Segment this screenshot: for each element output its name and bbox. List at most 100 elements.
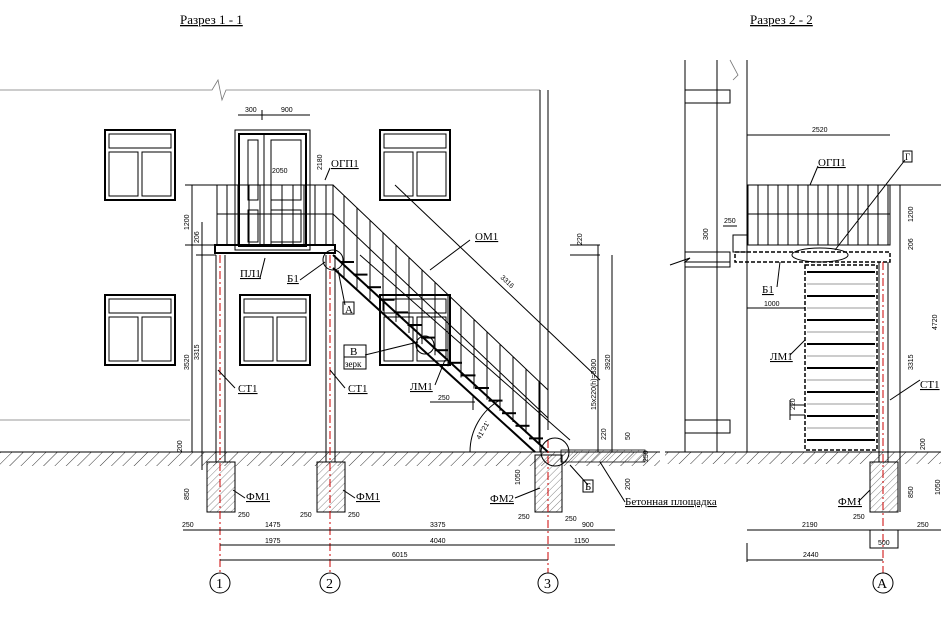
dim-2180: 2180 bbox=[317, 154, 324, 170]
svg-text:200: 200 bbox=[920, 438, 927, 450]
svg-text:3315: 3315 bbox=[908, 354, 915, 370]
svg-text:1: 1 bbox=[216, 577, 223, 592]
dimension-vertical-left: 1200 206 3520 3315 200 850 bbox=[177, 184, 217, 500]
svg-text:250: 250 bbox=[853, 514, 865, 521]
window-lower-middle bbox=[239, 294, 311, 366]
svg-text:1150: 1150 bbox=[574, 538, 589, 545]
platform-slab bbox=[214, 244, 336, 254]
svg-text:250: 250 bbox=[643, 450, 650, 462]
svg-text:220: 220 bbox=[577, 233, 584, 245]
label-node-b: Б bbox=[585, 481, 591, 493]
svg-text:250: 250 bbox=[724, 218, 736, 225]
dimension-rows: 250 250 1475 250 250 3375 250 250 900 19… bbox=[182, 512, 615, 561]
svg-text:2440: 2440 bbox=[803, 552, 819, 559]
label-st1-2: СТ1 bbox=[920, 379, 940, 391]
svg-text:3520: 3520 bbox=[184, 354, 191, 370]
svg-text:2: 2 bbox=[326, 577, 333, 592]
label-fm1-2: ФМ1 bbox=[838, 496, 862, 508]
svg-text:206: 206 bbox=[194, 231, 201, 243]
svg-text:1050: 1050 bbox=[515, 469, 522, 485]
svg-text:220: 220 bbox=[790, 398, 797, 410]
label-lm1: ЛМ1 bbox=[410, 381, 433, 393]
axis-marker-1: 1 bbox=[209, 572, 231, 594]
svg-text:3375: 3375 bbox=[430, 522, 446, 529]
svg-text:1050: 1050 bbox=[935, 479, 941, 495]
door: 300 900 2180 2050 bbox=[234, 107, 324, 251]
label-b1-2: Б1 bbox=[762, 284, 774, 296]
svg-text:2520: 2520 bbox=[812, 127, 828, 134]
axis-marker-2: 2 bbox=[319, 572, 341, 594]
stair-railing bbox=[332, 184, 549, 445]
svg-text:15x220(h)=3300: 15x220(h)=3300 bbox=[591, 359, 598, 410]
label-a: А bbox=[345, 304, 353, 316]
svg-text:250: 250 bbox=[238, 512, 250, 519]
axis-marker-a: А bbox=[872, 572, 894, 594]
svg-text:3315: 3315 bbox=[194, 344, 201, 360]
label-zerk: зерк bbox=[345, 359, 362, 369]
beam-b1 bbox=[734, 251, 891, 263]
leaders bbox=[217, 167, 626, 503]
node-circle-v bbox=[415, 335, 435, 355]
svg-text:1200: 1200 bbox=[908, 206, 915, 222]
svg-text:220: 220 bbox=[601, 428, 608, 440]
svg-text:1975: 1975 bbox=[265, 538, 281, 545]
label-st1-axis-1: СТ1 bbox=[238, 383, 258, 395]
svg-text:500: 500 bbox=[878, 540, 890, 547]
svg-text:250: 250 bbox=[917, 522, 929, 529]
svg-text:1000: 1000 bbox=[764, 301, 780, 308]
window-upper-right bbox=[379, 129, 451, 201]
axis-marker-3: 3 bbox=[537, 572, 559, 594]
dimension-vertical-right: 220 15x220(h)=3300 3920 220 50 250 200 1… bbox=[469, 233, 650, 490]
ground-2 bbox=[665, 451, 941, 464]
dim-3316: 3316 bbox=[499, 274, 515, 290]
svg-text:1200: 1200 bbox=[184, 214, 191, 230]
label-pl1: ПЛ1 bbox=[240, 268, 261, 280]
label-om1: ОМ1 bbox=[475, 231, 498, 243]
dimension-step: 250 bbox=[430, 395, 475, 410]
svg-text:200: 200 bbox=[177, 440, 184, 452]
dim-2050: 2050 bbox=[272, 168, 288, 175]
building-wall bbox=[0, 78, 549, 452]
svg-text:1475: 1475 bbox=[265, 522, 281, 529]
label-b1: Б1 bbox=[287, 273, 299, 285]
node-circle-b bbox=[540, 437, 570, 467]
svg-text:850: 850 bbox=[184, 488, 191, 500]
building-wall-2 bbox=[669, 59, 748, 452]
svg-text:250: 250 bbox=[182, 522, 194, 529]
label-ogp1-2: ОГП1 bbox=[818, 157, 846, 169]
platform-railing-2 bbox=[732, 184, 891, 263]
column-axis-a bbox=[878, 262, 889, 462]
stair-flight-2 bbox=[804, 264, 878, 451]
label-v: В bbox=[350, 346, 357, 358]
svg-text:250: 250 bbox=[300, 512, 312, 519]
window-lower-left bbox=[104, 294, 176, 366]
svg-text:3920: 3920 bbox=[605, 354, 612, 370]
column-axis-2 bbox=[325, 255, 336, 462]
svg-text:А: А bbox=[877, 577, 888, 592]
svg-text:4720: 4720 bbox=[932, 314, 939, 330]
label-st1-axis-2: СТ1 bbox=[348, 383, 368, 395]
section-1-title: Разрез 1 - 1 bbox=[180, 12, 243, 27]
svg-text:6015: 6015 bbox=[392, 552, 408, 559]
leaders-2 bbox=[776, 150, 921, 503]
dim-900: 900 bbox=[281, 107, 293, 114]
svg-text:250: 250 bbox=[565, 516, 577, 523]
foundation-fm1-axis-a bbox=[869, 461, 899, 513]
window-upper-left bbox=[104, 129, 176, 201]
section-2-2: Разрез 2 - 2 bbox=[665, 12, 941, 594]
label-node-g: Г bbox=[905, 152, 910, 162]
svg-text:50: 50 bbox=[625, 432, 632, 440]
label-lm1-2: ЛМ1 bbox=[770, 351, 793, 363]
label-ogp1: ОГП1 bbox=[331, 158, 359, 170]
section-2-title: Разрез 2 - 2 bbox=[750, 12, 813, 27]
node-circle-b1 bbox=[322, 249, 344, 271]
svg-text:900: 900 bbox=[582, 522, 594, 529]
svg-text:200: 200 bbox=[625, 478, 632, 490]
platform-railing bbox=[214, 184, 336, 254]
label-fm1-axis-1: ФМ1 bbox=[246, 491, 270, 503]
label-fm2: ФМ2 bbox=[490, 493, 514, 505]
foundation-fm1-axis-2 bbox=[316, 461, 346, 513]
svg-text:250: 250 bbox=[518, 514, 530, 521]
svg-text:250: 250 bbox=[438, 395, 450, 402]
stair-flight bbox=[332, 184, 601, 453]
